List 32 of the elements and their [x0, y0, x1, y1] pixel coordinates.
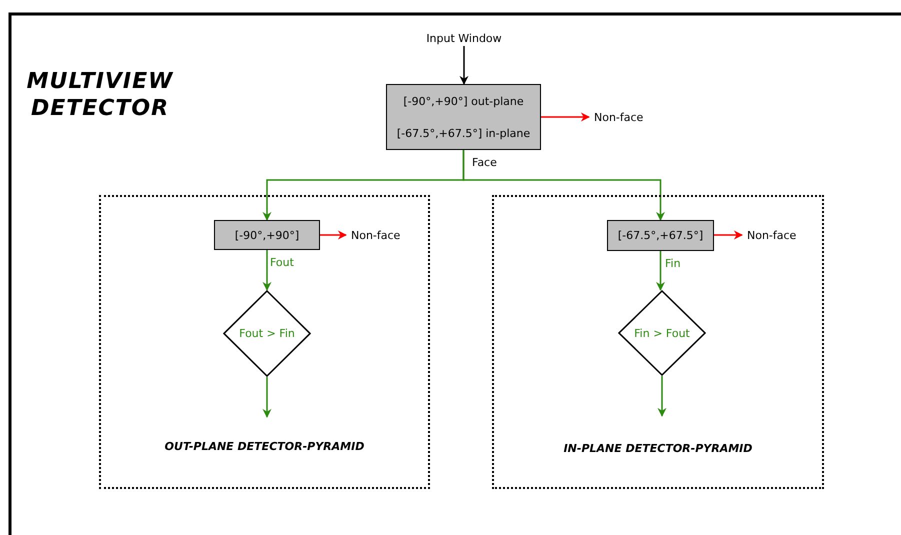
condition-text: Fout > Fin: [239, 327, 295, 340]
arrow: [320, 230, 347, 240]
arrow: [658, 376, 666, 417]
condition-text: Fin > Fout: [634, 326, 690, 340]
dotted-group-box: [99, 195, 430, 489]
decision-diamond: [618, 290, 706, 376]
arrow: [714, 230, 743, 240]
node-text: Non-face: [589, 109, 644, 125]
arrow: [460, 46, 468, 85]
box-text: [-67.5°,+67.5°]: [618, 229, 704, 242]
node-text: Input Window: [414, 30, 514, 46]
node-text: Non-face: [742, 227, 796, 243]
dotted-group-box: [492, 195, 824, 489]
arrow: [262, 250, 272, 291]
process-box: [607, 220, 714, 251]
group-caption: IN-PLANE DETECTOR-PYRAMID: [562, 442, 754, 455]
process-box: [386, 84, 541, 150]
edge-label: Fout: [270, 256, 294, 269]
process-box: [214, 220, 320, 250]
box-text: [-90°,+90°] out-plane: [403, 94, 524, 108]
edge-label: Fin: [665, 257, 681, 270]
arrow: [656, 251, 665, 291]
arrow: [541, 112, 590, 122]
diagram-title: MULTIVIEW DETECTOR: [26, 68, 174, 122]
edge-label: Face: [472, 156, 497, 169]
arrow: [262, 377, 272, 418]
group-caption: OUT-PLANE DETECTOR-PYRAMID: [164, 440, 366, 453]
arrow: [462, 150, 665, 221]
box-text: [-67.5°,+67.5°] in-plane: [396, 126, 530, 140]
node-text: Non-face: [346, 227, 400, 243]
decision-diamond: [223, 290, 311, 377]
box-text: [-90°,+90°]: [234, 228, 300, 242]
